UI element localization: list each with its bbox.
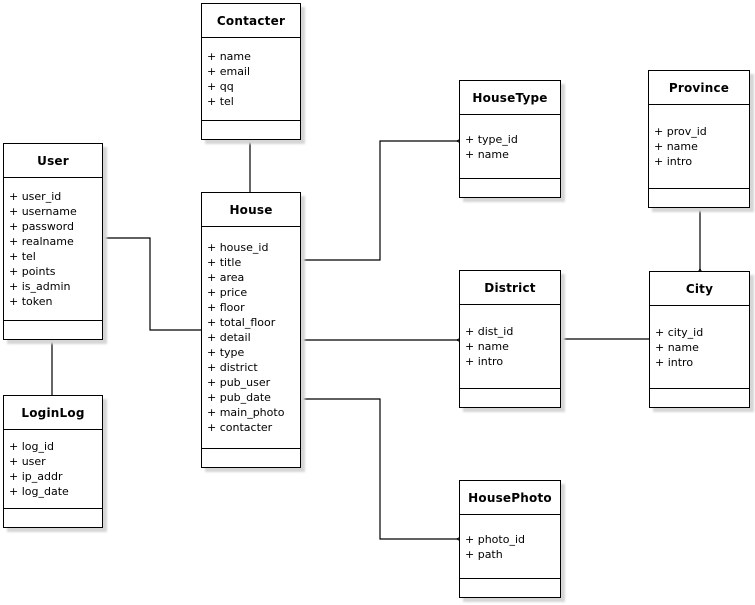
class-box-housephoto[interactable]: HousePhoto+ photo_id+ path <box>459 480 561 598</box>
class-attribute: + area <box>207 271 245 284</box>
class-attribute: + intro <box>655 355 694 369</box>
class-attribute: + path <box>465 547 503 561</box>
class-attribute: + title <box>207 256 242 269</box>
class-attribute: + log_id <box>9 440 55 453</box>
class-attributes: + dist_id + name + intro <box>460 305 560 389</box>
connector-house-housetype <box>301 135 467 261</box>
class-attribute: + tel <box>207 95 234 108</box>
class-attribute: + price <box>207 286 248 299</box>
class-methods-compartment <box>460 179 560 197</box>
class-methods-compartment <box>649 189 749 207</box>
class-methods-compartment <box>460 389 560 407</box>
class-box-contacter[interactable]: Contacter + name + email + qq + tel <box>201 3 301 140</box>
class-title-loginlog: LoginLog <box>4 396 102 430</box>
class-box-user[interactable]: User + user_id + username + password + realn… <box>3 143 103 340</box>
class-attribute: + username <box>9 205 77 218</box>
class-attribute: + qq <box>207 80 234 93</box>
class-attribute: + token <box>9 295 53 308</box>
class-methods-compartment <box>4 321 102 339</box>
class-attribute: + dist_id <box>465 325 514 338</box>
connector-house-housephoto <box>301 398 467 545</box>
class-attributes: + user_id + username + password + realname +… <box>4 178 102 321</box>
class-attribute: + email <box>207 65 251 78</box>
class-attribute: + detail <box>207 331 251 344</box>
class-attribute: + name <box>465 147 509 161</box>
class-title-contacter: Contacter <box>202 4 300 38</box>
class-attribute: + ip_addr <box>9 470 63 483</box>
class-attribute: + photo_id <box>465 532 525 546</box>
class-attribute: + contacter <box>207 421 273 434</box>
class-attributes: + log_id + user + ip_addr + log_date <box>4 430 102 509</box>
class-attributes: + type_id+ name <box>460 115 560 179</box>
class-attribute: + prov_id <box>654 125 707 138</box>
class-box-district[interactable]: District + dist_id + name + intro <box>459 270 561 408</box>
class-attribute: + total_floor <box>207 316 276 329</box>
class-box-housetype[interactable]: HouseType+ type_id+ name <box>459 80 561 198</box>
class-attribute: + type <box>207 346 245 359</box>
class-attribute: + password <box>9 220 74 233</box>
class-attributes: + city_id+ name+ intro <box>650 306 749 389</box>
class-attribute: + city_id <box>655 325 704 339</box>
class-attribute: + intro <box>654 155 693 168</box>
class-attribute: + type_id <box>465 132 518 146</box>
class-methods-compartment <box>4 509 102 527</box>
class-attributes: + photo_id+ path <box>460 515 560 579</box>
class-attribute: + name <box>655 340 699 354</box>
class-title-province: Province <box>649 71 749 105</box>
class-attributes: + prov_id + name + intro <box>649 105 749 189</box>
class-attribute: + intro <box>465 355 504 368</box>
class-attribute: + floor <box>207 301 245 314</box>
class-attribute: + is_admin <box>9 280 71 293</box>
class-box-loginlog[interactable]: LoginLog + log_id + user + ip_addr + log_dat… <box>3 395 103 528</box>
class-title-housephoto: HousePhoto <box>460 481 560 515</box>
class-attribute: + tel <box>9 250 36 263</box>
class-attribute: + realname <box>9 235 74 248</box>
class-box-house[interactable]: House + house_id + title + area + price + flo… <box>201 192 301 468</box>
class-attributes: + name + email + qq + tel <box>202 38 300 121</box>
class-attribute: + name <box>207 50 251 63</box>
class-title-housetype: HouseType <box>460 81 560 115</box>
class-attribute: + user <box>9 455 46 468</box>
class-box-city[interactable]: City+ city_id+ name+ intro <box>649 271 750 408</box>
class-title-house: House <box>202 193 300 227</box>
class-title-user: User <box>4 144 102 178</box>
class-methods-compartment <box>202 449 300 467</box>
class-attribute: + main_photo <box>207 406 285 419</box>
class-methods-compartment <box>460 579 560 597</box>
class-attribute: + pub_user <box>207 376 271 389</box>
class-attribute: + log_date <box>9 485 69 498</box>
class-methods-compartment <box>650 389 749 407</box>
class-attribute: + points <box>9 265 56 278</box>
class-attribute: + name <box>654 140 698 153</box>
class-title-city: City <box>650 272 749 306</box>
class-attributes: + house_id + title + area + price + floor + t… <box>202 227 300 449</box>
class-attribute: + district <box>207 361 258 374</box>
class-attribute: + pub_date <box>207 391 271 404</box>
class-attribute: + user_id <box>9 190 62 203</box>
class-methods-compartment <box>202 121 300 139</box>
connector-house-user <box>95 232 201 331</box>
class-attribute: + house_id <box>207 241 269 254</box>
class-attribute: + name <box>465 340 509 353</box>
class-title-district: District <box>460 271 560 305</box>
class-box-province[interactable]: Province + prov_id + name + intro <box>648 70 750 208</box>
